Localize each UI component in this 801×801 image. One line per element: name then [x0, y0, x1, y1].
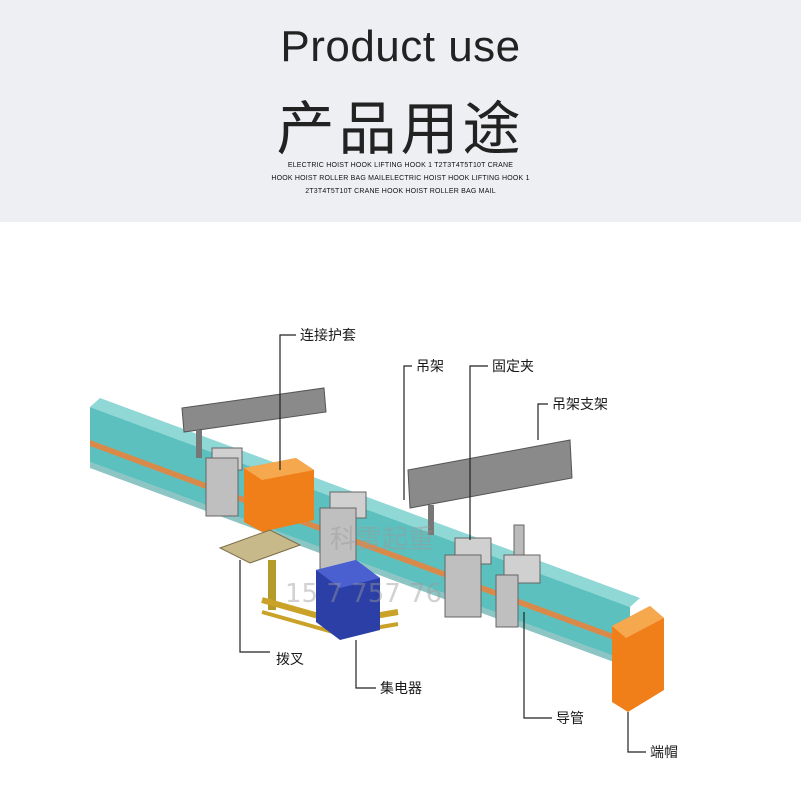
hanger-clamp-2 [319, 491, 367, 571]
hanger-bracket-left [181, 387, 327, 458]
callout-lines [239, 334, 646, 753]
label-hanger: 吊架 [416, 359, 444, 375]
busbar-diagram: 科雷起重 15 7 757 76 连接护套 吊架 固定夹 吊架支架 拨叉 集电器… [90, 327, 678, 761]
header-banner: Product use 产品用途 ELECTRIC HOIST HOOK LIF… [0, 0, 801, 222]
connector-sleeve [244, 458, 314, 532]
label-end-cap: 端帽 [650, 745, 678, 761]
end-cap [612, 606, 664, 712]
label-collector: 集电器 [380, 680, 422, 697]
label-hanger-bracket: 吊架支架 [552, 397, 608, 413]
title-cn: 产品用途 [276, 95, 525, 163]
label-conduit: 导管 [556, 711, 584, 727]
fixed-clamp [495, 524, 541, 628]
collector [316, 560, 380, 640]
hanger-clamp-1 [205, 447, 243, 517]
subtitle-line-3: 2T3T4T5T10T CRANE HOOK HOIST ROLLER BAG … [305, 188, 496, 195]
label-connector-sleeve: 连接护套 [300, 327, 356, 344]
hanger-bracket-right [407, 439, 573, 535]
watermark-text-2: 15 7 757 76 [285, 579, 442, 609]
label-fixed-clamp: 固定夹 [492, 359, 534, 375]
subtitle-line-2: HOOK HOIST ROLLER BAG MAILELECTRIC HOIST… [271, 175, 530, 182]
label-tow-fork: 拨叉 [276, 652, 304, 668]
watermark-text-1: 科雷起重 [330, 525, 434, 555]
hanger-clamp-3 [444, 537, 492, 618]
title-en: Product use [280, 22, 521, 71]
subtitle-line-1: ELECTRIC HOIST HOOK LIFTING HOOK 1 T2T3T… [287, 162, 514, 169]
